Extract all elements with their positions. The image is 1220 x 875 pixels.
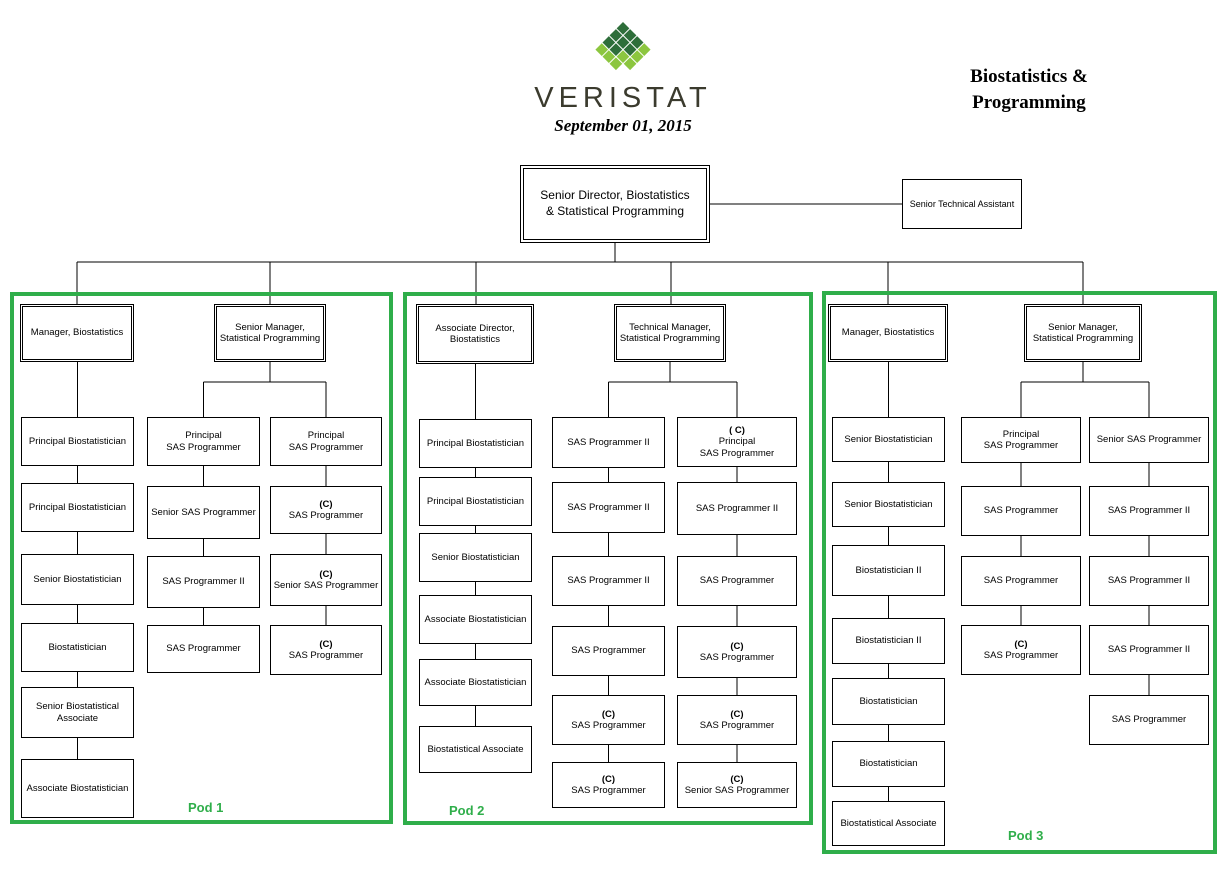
programmer-position-box: (C) SAS Programmer	[677, 695, 797, 745]
programmer-position-box: (C) Senior SAS Programmer	[270, 554, 382, 606]
pod-frame	[822, 291, 1217, 854]
programmer-position-box: Principal SAS Programmer	[961, 417, 1081, 463]
programmer-position-box: Senior SAS Programmer	[147, 486, 260, 539]
position-title: SAS Programmer	[699, 652, 775, 663]
contractor-tag: (C)	[1014, 638, 1028, 650]
biostat-position-box: Senior Biostatistician	[21, 554, 134, 605]
contractor-tag: ( C)	[729, 424, 745, 436]
contractor-tag: (C)	[730, 640, 744, 652]
programmer-position-box: (C) SAS Programmer	[961, 625, 1081, 675]
programmer-position-box: Senior SAS Programmer	[1089, 417, 1209, 463]
pod-frame	[403, 292, 813, 825]
position-title: SAS Programmer	[571, 785, 646, 796]
programmer-position-box: ( C) Principal SAS Programmer	[677, 417, 797, 467]
programmer-position-box: (C) SAS Programmer	[270, 486, 382, 534]
programmer-position-box: SAS Programmer	[677, 556, 797, 606]
senior-technical-assistant-box: Senior Technical Assistant	[902, 179, 1022, 229]
position-title: Senior SAS Programmer	[273, 580, 379, 591]
veristat-logo-icon	[595, 22, 651, 71]
position-title: Senior SAS Programmer	[684, 785, 790, 796]
biostat-position-box: Associate Biostatistician	[419, 595, 532, 644]
biostat-position-box: Senior Biostatistician	[832, 482, 945, 527]
programmer-position-box: SAS Programmer	[961, 556, 1081, 606]
biostat-manager-box: Manager, Biostatistics	[828, 304, 948, 362]
programmer-position-box: SAS Programmer	[552, 626, 665, 676]
biostat-position-box: Biostatistician	[21, 623, 134, 672]
biostat-position-box: Principal Biostatistician	[21, 483, 134, 532]
programmer-position-box: (C) SAS Programmer	[552, 695, 665, 745]
biostat-position-box: Senior Biostatistician	[832, 417, 945, 462]
biostat-manager-box: Manager, Biostatistics	[20, 304, 134, 362]
programmer-position-box: SAS Programmer	[147, 625, 260, 673]
contractor-tag: (C)	[601, 773, 616, 785]
programmer-position-box: SAS Programmer II	[147, 556, 260, 608]
biostat-manager-box: Associate Director, Biostatistics	[416, 304, 534, 364]
company-logo-text: VERISTAT	[534, 82, 712, 114]
position-title: SAS Programmer	[288, 650, 364, 661]
biostat-position-box: Senior Biostatistician	[419, 533, 532, 582]
biostat-position-box: Associate Biostatistician	[21, 759, 134, 818]
biostat-position-box: Biostatistician II	[832, 545, 945, 596]
senior-director-box: Senior Director, Biostatistics & Statist…	[520, 165, 710, 243]
biostat-position-box: Principal Biostatistician	[419, 477, 532, 526]
programmer-position-box: (C) SAS Programmer	[270, 625, 382, 675]
department-title: Biostatistics & Programming	[970, 66, 1088, 113]
programmer-position-box: (C) SAS Programmer	[677, 626, 797, 678]
programmer-position-box: Principal SAS Programmer	[270, 417, 382, 466]
contractor-tag: (C)	[601, 708, 616, 720]
contractor-tag: (C)	[319, 498, 333, 510]
programmer-position-box: (C) Senior SAS Programmer	[677, 762, 797, 808]
programmer-position-box: SAS Programmer	[1089, 695, 1209, 745]
biostat-position-box: Biostatistical Associate	[832, 801, 945, 846]
position-title: SAS Programmer	[983, 650, 1059, 661]
biostat-position-box: Biostatistician II	[832, 618, 945, 664]
contractor-tag: (C)	[319, 638, 333, 650]
chart-date: September 01, 2015	[554, 116, 692, 135]
biostat-position-box: Senior Biostatistical Associate	[21, 687, 134, 738]
programmer-position-box: SAS Programmer II	[1089, 556, 1209, 606]
biostat-position-box: Biostatistician	[832, 678, 945, 725]
biostat-position-box: Principal Biostatistician	[419, 419, 532, 468]
position-title: Principal SAS Programmer	[699, 436, 775, 459]
programming-manager-box: Technical Manager, Statistical Programmi…	[614, 304, 726, 362]
programming-manager-box: Senior Manager, Statistical Programming	[214, 304, 326, 362]
contractor-tag: (C)	[730, 708, 744, 720]
programmer-position-box: (C) SAS Programmer	[552, 762, 665, 808]
pod-label: Pod 2	[449, 803, 485, 818]
biostat-position-box: Associate Biostatistician	[419, 659, 532, 706]
pod-label: Pod 3	[1008, 828, 1044, 843]
position-title: SAS Programmer	[288, 510, 364, 521]
programmer-position-box: Principal SAS Programmer	[147, 417, 260, 466]
programmer-position-box: SAS Programmer II	[677, 482, 797, 535]
biostat-position-box: Biostatistician	[832, 741, 945, 787]
programmer-position-box: SAS Programmer II	[552, 482, 665, 533]
programmer-position-box: SAS Programmer II	[1089, 486, 1209, 536]
position-title: SAS Programmer	[699, 720, 775, 731]
pod-frame	[10, 292, 393, 824]
programmer-position-box: SAS Programmer II	[552, 556, 665, 606]
biostat-position-box: Biostatistical Associate	[419, 726, 532, 773]
programmer-position-box: SAS Programmer II	[552, 417, 665, 468]
programmer-position-box: SAS Programmer	[961, 486, 1081, 536]
programmer-position-box: SAS Programmer II	[1089, 625, 1209, 675]
position-title: SAS Programmer	[571, 720, 646, 731]
programming-manager-box: Senior Manager, Statistical Programming	[1024, 304, 1142, 362]
pod-label: Pod 1	[188, 800, 224, 815]
biostat-position-box: Principal Biostatistician	[21, 417, 134, 466]
contractor-tag: (C)	[319, 568, 333, 580]
contractor-tag: (C)	[730, 773, 744, 785]
